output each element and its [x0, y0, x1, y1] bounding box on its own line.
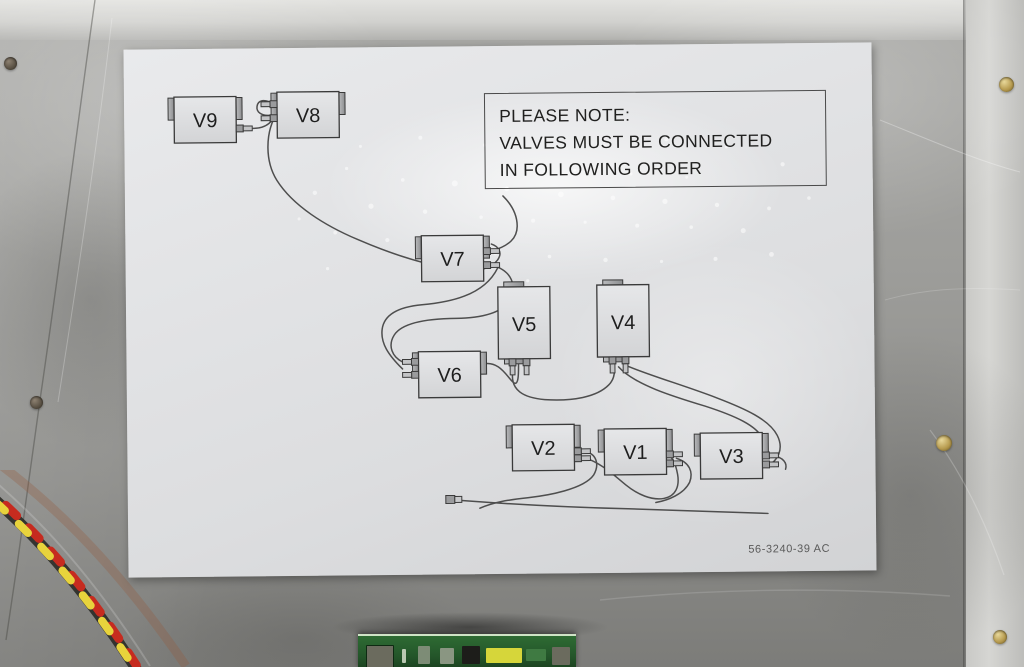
wire-bundle: [0, 470, 190, 667]
screw-top-right: [999, 77, 1014, 92]
instruction-placard: PLEASE NOTE: VALVES MUST BE CONNECTED IN…: [123, 42, 889, 578]
valve-connection-diagram: V9 V8 V7: [167, 90, 787, 515]
valve-label: V7: [440, 249, 465, 271]
valve-v4: V4: [596, 279, 651, 374]
tube-v2-lower: [479, 450, 598, 509]
valve-v7: V7: [414, 234, 501, 283]
metal-panel-right-section: [966, 0, 1024, 667]
tube-group: [252, 99, 787, 515]
valve-label: V9: [193, 110, 218, 132]
pcb-component: [402, 649, 406, 663]
valve-v6: V6: [401, 350, 488, 399]
valve-label: V5: [512, 314, 537, 336]
pcb-component: [486, 648, 522, 663]
valve-v2: V2: [505, 423, 591, 472]
valve-label: V1: [623, 442, 648, 464]
pcb-component: [418, 646, 430, 664]
valve-label: V4: [611, 312, 636, 334]
valve-v8: V8: [260, 90, 346, 139]
terminal-plug-icon: [445, 494, 463, 505]
screw-mid-left: [30, 396, 43, 409]
valve-label: V6: [437, 365, 462, 387]
valve-label: V8: [296, 105, 321, 127]
pcb-component: [366, 645, 394, 667]
tube-v1-loop: [655, 457, 692, 504]
circuit-board: [358, 634, 576, 667]
pcb-component: [552, 647, 570, 665]
valve-v5: V5: [497, 281, 552, 376]
screw-top-left: [4, 57, 17, 70]
pcb-component: [462, 646, 480, 664]
tube-v7-v6-b: [381, 267, 499, 370]
tube-v8-loop: [256, 99, 275, 117]
valve-label: V2: [531, 438, 556, 460]
valve-label: V3: [719, 446, 744, 468]
tube-free-cable: [459, 499, 769, 515]
valve-v9: V9: [167, 95, 253, 144]
screw-right: [936, 435, 952, 451]
valve-v3: V3: [693, 431, 780, 480]
valve-v1: V1: [597, 427, 684, 476]
tube-v8-v7: [267, 117, 501, 272]
metal-panel-seam: [963, 0, 967, 667]
tube-v7-up: [490, 195, 518, 252]
pcb-component: [440, 648, 454, 664]
metal-panel-top-band: [0, 0, 1024, 40]
pcb-component: [526, 649, 546, 661]
screw-bottom-right: [993, 630, 1007, 644]
